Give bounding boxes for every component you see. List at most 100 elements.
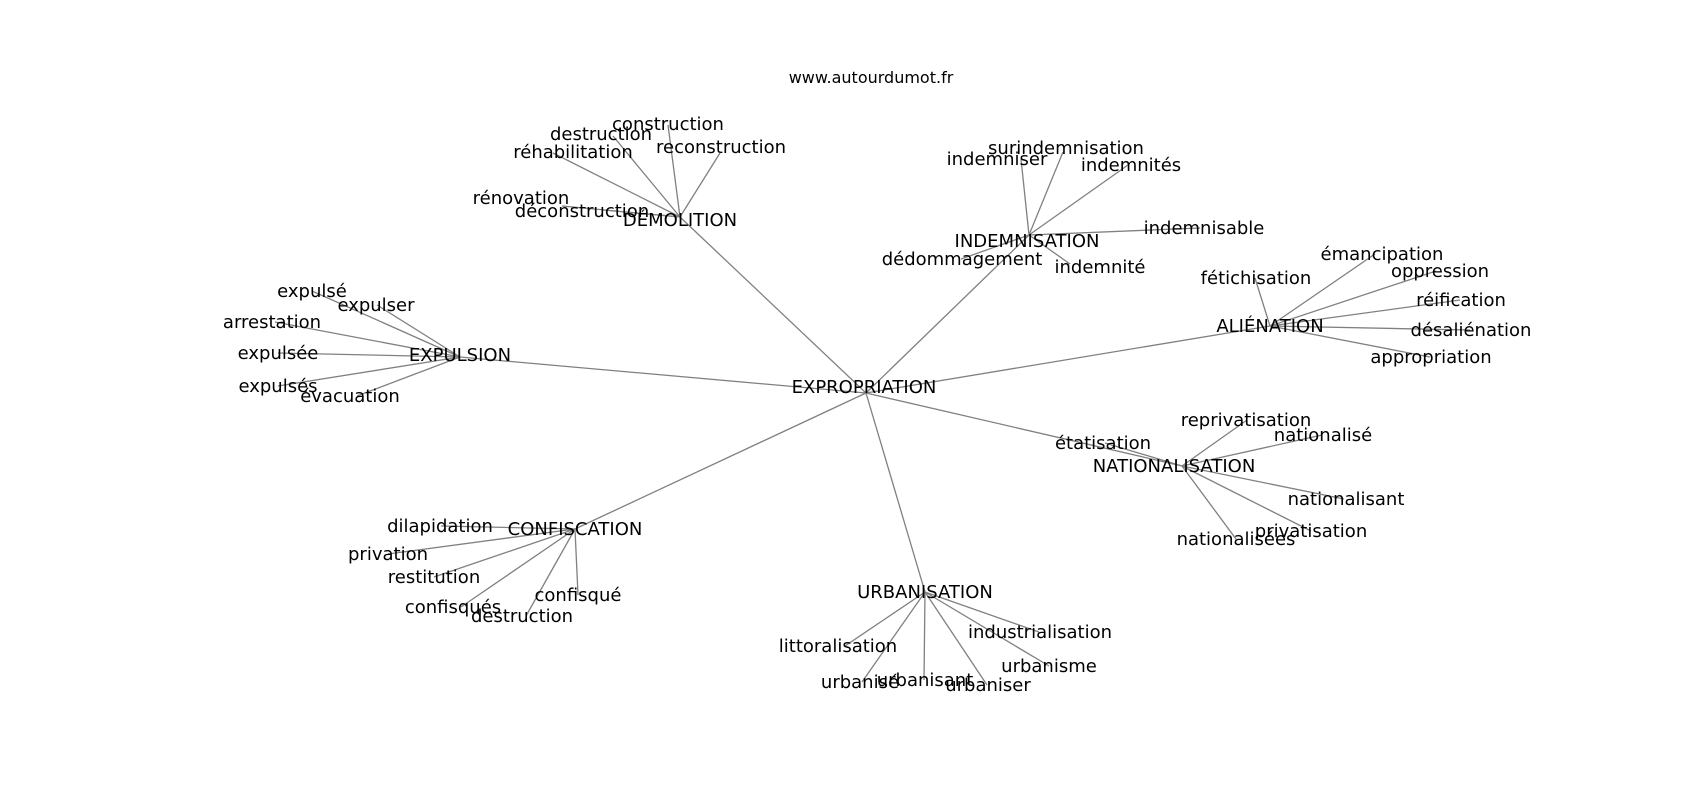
- edge-confiscation-restitution: [433, 528, 576, 578]
- edge-urbanisation-urbanisant: [923, 591, 926, 681]
- leaf-node-fetichisation[interactable]: fétichisation: [1201, 268, 1312, 289]
- edge-demolition-reconstruction: [679, 152, 721, 218]
- edge-confiscation-confisques: [460, 528, 576, 608]
- leaf-node-destruction[interactable]: destruction: [471, 606, 573, 627]
- leaf-node-expulsee[interactable]: expulsée: [238, 343, 319, 364]
- edge-confiscation-dilapidation: [440, 525, 576, 530]
- edge-indemnisation-dedommagement: [960, 234, 1030, 260]
- leaf-node-desalienation[interactable]: désaliénation: [1411, 320, 1532, 341]
- edge-expulsion-arrestation: [274, 321, 461, 358]
- edge-expulsion-expulsee: [277, 352, 461, 358]
- hub-node-urbanisation[interactable]: URBANISATION: [857, 582, 993, 603]
- leaf-node-indemnite[interactable]: indemnité: [1055, 257, 1146, 278]
- edge-confiscation-confisque: [574, 528, 579, 596]
- edge-demolition-deconstruction: [602, 209, 681, 218]
- edge-expulsion-expulses: [277, 356, 461, 387]
- leaf-node-dilapidation[interactable]: dilapidation: [387, 516, 493, 537]
- leaf-node-urbanise[interactable]: urbanisé: [821, 672, 899, 693]
- hub-node-nationalisation[interactable]: NATIONALISATION: [1093, 456, 1256, 477]
- edge-root-nationalisation: [865, 392, 1183, 467]
- edge-root-urbanisation: [865, 392, 926, 593]
- edge-root-expulsion: [459, 356, 867, 394]
- edge-nationalisation-reprivatisation: [1181, 419, 1248, 467]
- edge-confiscation-destruction: [525, 528, 576, 617]
- edge-indemnisation-indemnite: [1028, 234, 1071, 265]
- leaf-node-confisque[interactable]: confisqué: [535, 585, 622, 606]
- edge-demolition-destruction: [612, 135, 681, 218]
- edge-alienation-emancipation: [1269, 253, 1376, 327]
- edge-expulsion-expulser: [376, 304, 461, 358]
- leaf-node-deconstruction[interactable]: déconstruction: [515, 201, 649, 222]
- leaf-node-indemnites[interactable]: indemnités: [1081, 155, 1181, 176]
- edge-alienation-fetichisation: [1254, 277, 1271, 327]
- leaf-node-urbanisant[interactable]: urbanisant: [877, 670, 974, 691]
- leaf-node-surindemnisation[interactable]: surindemnisation: [988, 138, 1144, 159]
- edge-demolition-construction: [667, 124, 681, 218]
- leaf-node-reprivatisation[interactable]: reprivatisation: [1181, 410, 1312, 431]
- leaf-node-indemnisable[interactable]: indemnisable: [1144, 218, 1265, 239]
- leaf-node-etatisation[interactable]: étatisation: [1055, 433, 1151, 454]
- leaf-node-littoralisation[interactable]: littoralisation: [779, 636, 897, 657]
- leaf-node-nationalisees[interactable]: nationalisées: [1177, 529, 1296, 550]
- edge-alienation-desalienation: [1269, 325, 1471, 331]
- edge-nationalisation-nationalisant: [1181, 465, 1345, 500]
- leaf-node-restitution[interactable]: restitution: [388, 567, 480, 588]
- leaf-node-privatisation[interactable]: privatisation: [1255, 521, 1367, 542]
- edge-demolition-rehabilitation: [552, 152, 681, 218]
- edge-indemnisation-surindemnisation: [1028, 151, 1064, 236]
- leaf-node-nationalise[interactable]: nationalisé: [1274, 425, 1372, 446]
- edge-alienation-appropriation: [1269, 325, 1431, 358]
- leaf-node-appropriation[interactable]: appropriation: [1370, 347, 1491, 368]
- edge-nationalisation-nationalise: [1181, 434, 1323, 467]
- edge-root-demolition: [679, 216, 867, 394]
- leaf-node-renovation[interactable]: rénovation: [473, 188, 570, 209]
- edge-root-confiscation: [574, 392, 867, 530]
- leaf-node-emancipation[interactable]: émancipation: [1321, 244, 1444, 265]
- leaf-node-urbanisme[interactable]: urbanisme: [1001, 656, 1097, 677]
- hub-node-expulsion[interactable]: EXPULSION: [409, 345, 511, 366]
- edge-root-alienation: [865, 325, 1271, 394]
- leaf-node-urbaniser[interactable]: urbaniser: [945, 675, 1031, 696]
- leaf-node-dedommagement[interactable]: dédommagement: [882, 249, 1043, 270]
- edge-alienation-reification: [1269, 299, 1461, 327]
- leaf-node-expulser[interactable]: expulser: [337, 295, 415, 316]
- edge-root-indemnisation: [865, 234, 1030, 394]
- hub-node-indemnisation[interactable]: INDEMNISATION: [955, 231, 1100, 252]
- edge-alienation-oppression: [1269, 270, 1437, 327]
- edge-urbanisation-urbaniser: [924, 591, 988, 686]
- leaf-node-rehabilitation[interactable]: réhabilitation: [513, 142, 633, 163]
- edge-confiscation-privation: [387, 528, 576, 555]
- leaf-node-industrialisation[interactable]: industrialisation: [968, 622, 1112, 643]
- leaf-node-confisques[interactable]: confisqués: [405, 597, 501, 618]
- edge-indemnisation-indemnites: [1028, 164, 1129, 236]
- edge-nationalisation-etatisation: [1104, 442, 1183, 467]
- leaf-node-indemniser[interactable]: indemniser: [947, 149, 1048, 170]
- edge-indemnisation-indemniser: [1020, 158, 1030, 236]
- leaf-node-construction[interactable]: construction: [612, 114, 724, 135]
- hub-node-confiscation[interactable]: CONFISCATION: [508, 519, 643, 540]
- leaf-node-reification[interactable]: réification: [1416, 290, 1506, 311]
- leaf-node-expulses[interactable]: expulsés: [238, 376, 317, 397]
- edge-nationalisation-privatisation: [1181, 465, 1312, 532]
- site-label: www.autourdumot.fr: [789, 68, 954, 87]
- leaf-node-reconstruction[interactable]: reconstruction: [656, 137, 786, 158]
- leaf-node-expulse[interactable]: expulsé: [277, 281, 347, 302]
- leaf-node-evacuation[interactable]: évacuation: [300, 386, 400, 407]
- hub-node-demolition[interactable]: DÉMOLITION: [623, 209, 737, 231]
- hub-node-alienation[interactable]: ALIÉNATION: [1216, 315, 1323, 337]
- leaf-node-nationalisant[interactable]: nationalisant: [1288, 489, 1405, 510]
- edge-expulsion-expulse: [311, 290, 461, 358]
- edge-nationalisation-nationalisees: [1181, 465, 1237, 540]
- nodes-layer: DÉMOLITIONconstructiondestructionreconst…: [223, 114, 1532, 696]
- leaf-node-privation[interactable]: privation: [348, 544, 428, 565]
- edges-layer: [274, 124, 1471, 686]
- leaf-node-arrestation[interactable]: arrestation: [223, 312, 321, 333]
- root-node-expropriation[interactable]: EXPROPRIATION: [792, 377, 937, 398]
- leaf-node-oppression[interactable]: oppression: [1391, 261, 1489, 282]
- leaf-node-destruction[interactable]: destruction: [550, 124, 652, 145]
- edge-urbanisation-littoralisation: [844, 591, 926, 647]
- edge-indemnisation-indemnisable: [1028, 227, 1201, 236]
- edge-expulsion-evacuation: [356, 356, 461, 397]
- edge-urbanisation-urbanisme: [924, 591, 1050, 667]
